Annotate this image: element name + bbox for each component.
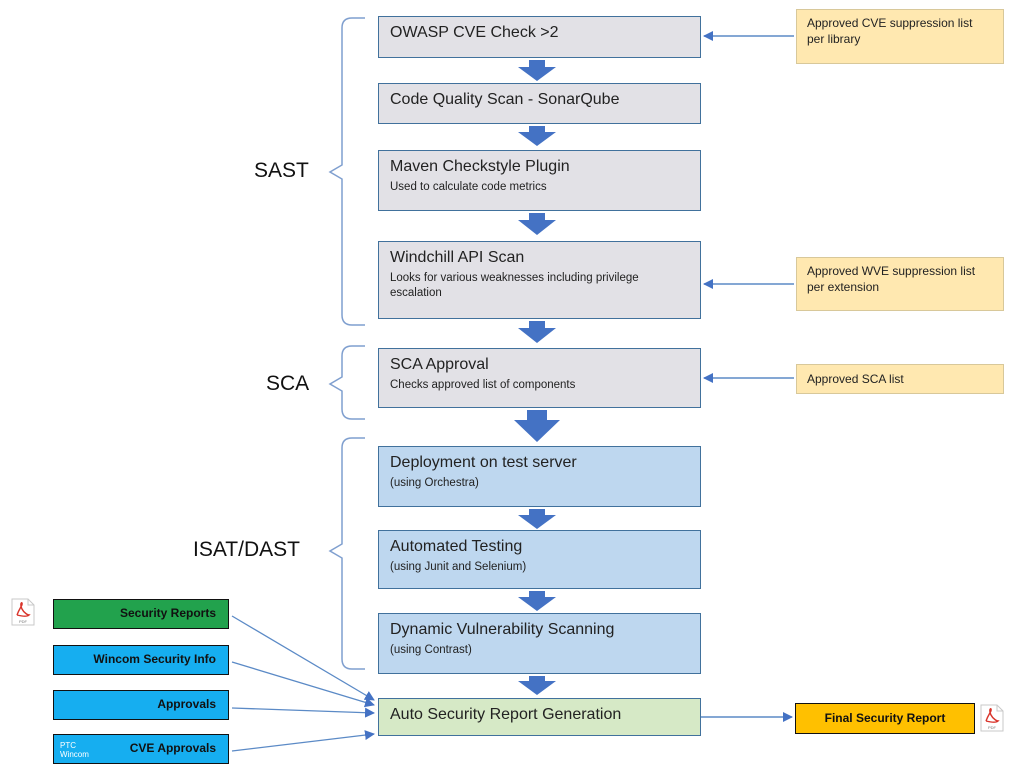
source-label: CVE Approvals xyxy=(129,741,216,755)
source-tag-ptc: PTC xyxy=(60,741,76,750)
svg-text:PDF: PDF xyxy=(988,725,997,730)
final-security-report: Final Security Report xyxy=(795,703,975,734)
step-subtitle: Checks approved list of components xyxy=(390,379,576,391)
down-arrow xyxy=(518,321,556,343)
svg-text:PDF: PDF xyxy=(19,619,28,624)
note-sca-list: Approved SCA list xyxy=(796,364,1004,394)
step-automated-testing: Automated Testing (using Junit and Selen… xyxy=(378,530,701,589)
step-maven-checkstyle: Maven Checkstyle Plugin Used to calculat… xyxy=(378,150,701,211)
pdf-icon: PDF xyxy=(10,598,36,626)
step-title: OWASP CVE Check >2 xyxy=(390,24,559,41)
source-label: Wincom Security Info xyxy=(93,652,216,666)
wincom-info-arrow xyxy=(231,661,375,708)
down-arrow xyxy=(518,676,556,695)
sca-bracket xyxy=(328,345,365,420)
step-subtitle: (using Contrast) xyxy=(390,644,472,656)
down-arrow xyxy=(518,126,556,146)
isat-bracket xyxy=(328,437,365,670)
step-code-quality-scan: Code Quality Scan - SonarQube xyxy=(378,83,701,124)
source-label: Approvals xyxy=(157,697,216,711)
step-title: Code Quality Scan - SonarQube xyxy=(390,91,620,108)
down-arrow xyxy=(518,213,556,235)
down-arrow xyxy=(518,591,556,611)
source-wincom-security-info: Wincom Security Info xyxy=(53,645,229,675)
source-label: Security Reports xyxy=(119,606,216,620)
step-owasp-cve-check: OWASP CVE Check >2 xyxy=(378,16,701,58)
step-title: SCA Approval xyxy=(390,356,489,373)
section-label-isat-dast: ISAT/DAST xyxy=(193,538,300,561)
step-subtitle: (using Junit and Selenium) xyxy=(390,561,527,573)
step-deployment-test-server: Deployment on test server (using Orchest… xyxy=(378,446,701,507)
source-security-reports: Security Reports xyxy=(53,599,229,629)
pdf-icon: PDF xyxy=(979,704,1005,732)
step-auto-security-report-generation: Auto Security Report Generation xyxy=(378,698,701,736)
step-subtitle: Used to calculate code metrics xyxy=(390,181,547,193)
source-cve-approvals: PTC Wincom CVE Approvals xyxy=(53,734,229,764)
note-cve-suppression: Approved CVE suppression list per librar… xyxy=(796,9,1004,64)
step-dynamic-vulnerability-scanning: Dynamic Vulnerability Scanning (using Co… xyxy=(378,613,701,674)
down-arrow xyxy=(518,509,556,529)
step-title: Automated Testing xyxy=(390,538,523,555)
security-reports-arrow xyxy=(231,615,375,701)
step-subtitle: (using Orchestra) xyxy=(390,477,479,489)
step-subtitle: Looks for various weaknesses including p… xyxy=(390,272,639,299)
step-title: Dynamic Vulnerability Scanning xyxy=(390,621,615,638)
step-windchill-api-scan: Windchill API Scan Looks for various wea… xyxy=(378,241,701,319)
cve-approvals-arrow xyxy=(231,730,375,752)
step-sca-approval: SCA Approval Checks approved list of com… xyxy=(378,348,701,408)
step-title: Windchill API Scan xyxy=(390,249,525,266)
sast-bracket xyxy=(328,17,365,326)
source-tag-wincom: Wincom xyxy=(60,750,89,759)
down-arrow xyxy=(518,60,556,81)
approvals-arrow xyxy=(231,707,375,718)
note-wve-suppression: Approved WVE suppression list per extens… xyxy=(796,257,1004,311)
section-label-sca: SCA xyxy=(266,372,310,395)
step-title: Auto Security Report Generation xyxy=(390,706,622,723)
section-label-sast: SAST xyxy=(254,159,309,182)
source-approvals: Approvals xyxy=(53,690,229,720)
down-arrow xyxy=(514,410,560,442)
step-title: Deployment on test server xyxy=(390,454,577,471)
step-title: Maven Checkstyle Plugin xyxy=(390,158,570,175)
